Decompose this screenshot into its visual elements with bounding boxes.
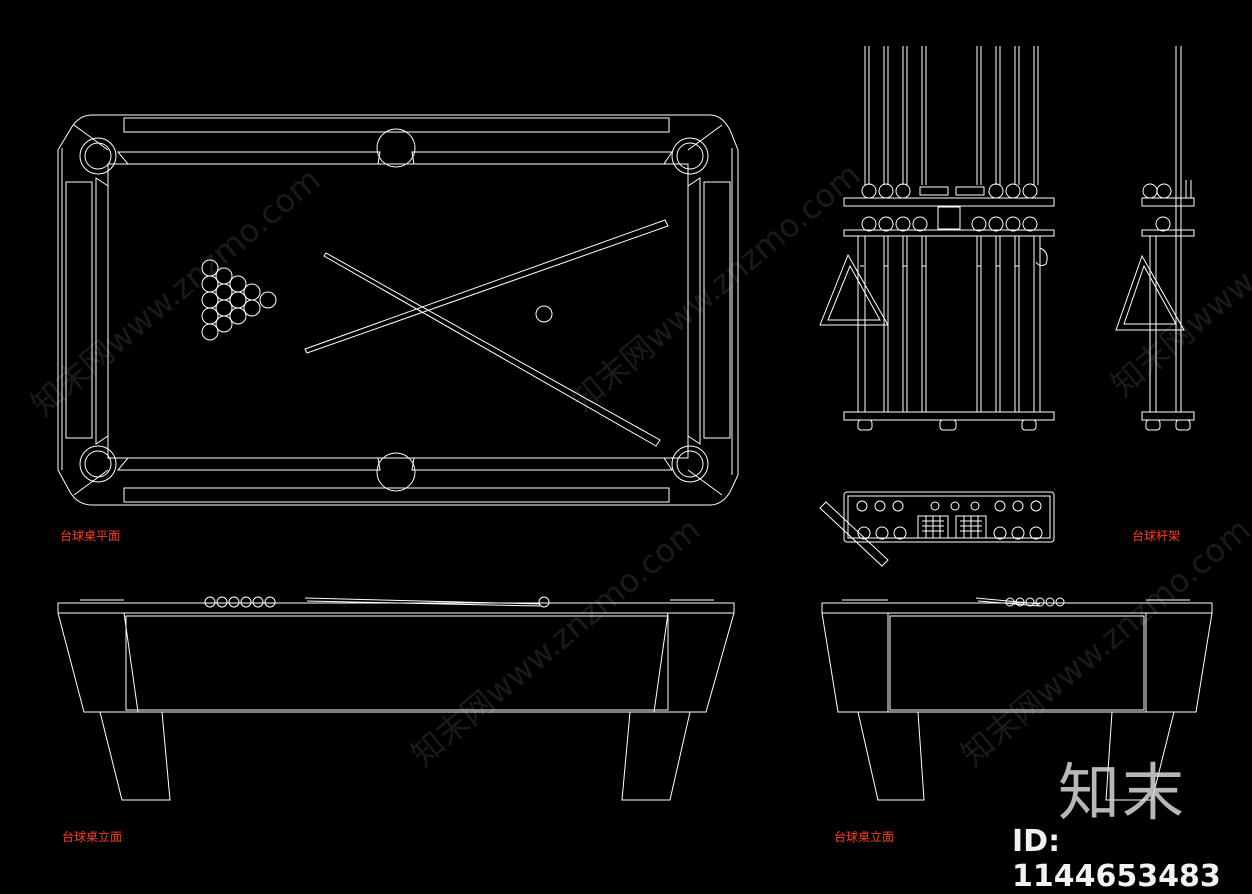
- cues: [304, 219, 669, 447]
- elevation-label-right: 台球桌立面: [834, 830, 895, 844]
- id-label: ID: 1144653483: [1012, 824, 1221, 894]
- racked-balls: [201, 259, 277, 341]
- pool-table-elevation-right: [821, 597, 1213, 801]
- pool-table-plan: [57, 114, 739, 506]
- cue-ball: [535, 305, 553, 323]
- cue-rack-side: [1115, 46, 1195, 431]
- cue-rack-front: [819, 46, 1055, 431]
- elevation-label-left: 台球桌立面: [62, 830, 123, 844]
- brand-logo: 知末: [1058, 756, 1187, 829]
- cue-rack-plan: [819, 491, 1055, 567]
- cue-rack-label: 台球杆架: [1132, 529, 1181, 543]
- plan-view-label: 台球桌平面: [60, 529, 121, 543]
- pool-table-elevation-left: [57, 596, 735, 801]
